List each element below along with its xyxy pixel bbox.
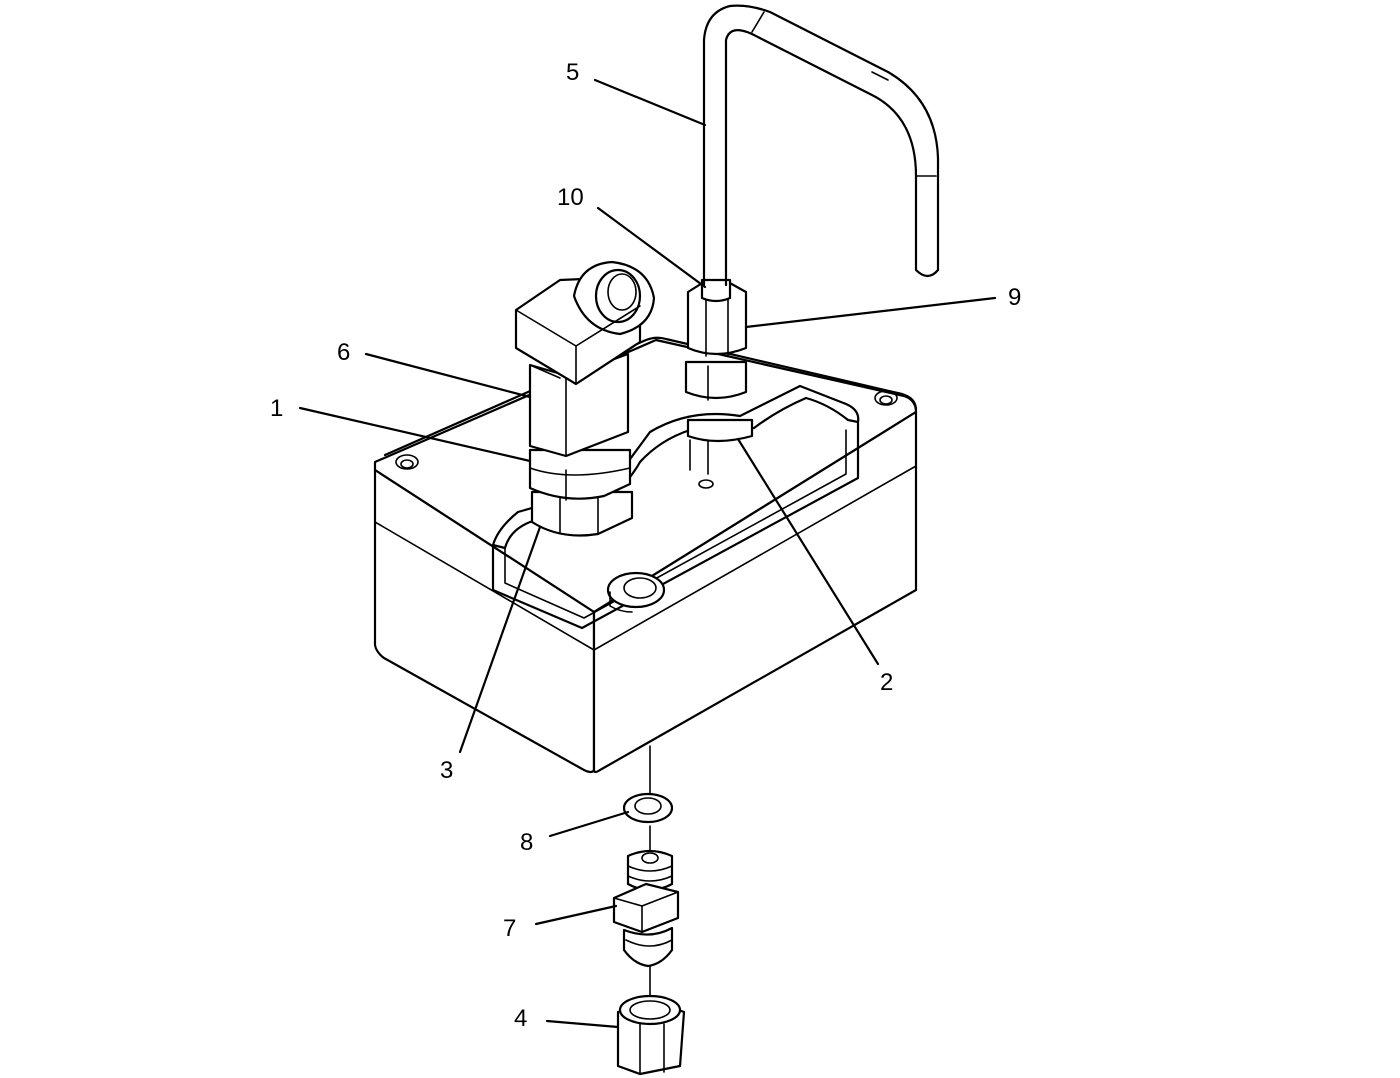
leader-3: [458, 525, 542, 754]
leader-2: [736, 437, 880, 666]
leader-lines: [298, 78, 997, 1029]
tube: [702, 4, 940, 287]
callout-8: 8: [520, 829, 533, 856]
callout-7: 7: [503, 915, 516, 942]
left-fitting-stack: [514, 260, 656, 537]
leader-10: [596, 206, 707, 289]
callout-1: 1: [270, 395, 283, 422]
callout-4: 4: [514, 1005, 527, 1032]
leader-1: [298, 406, 532, 463]
leader-6: [364, 352, 532, 399]
callout-10: 10: [557, 184, 584, 211]
callout-2: 2: [880, 669, 893, 696]
callout-numbers: 5 10 9 6 1 2 3 8 7 4: [270, 59, 1021, 1032]
leader-9: [744, 296, 997, 329]
callout-9: 9: [1008, 284, 1021, 311]
leader-7: [534, 904, 618, 926]
callout-5: 5: [566, 59, 579, 86]
callout-6: 6: [337, 339, 350, 366]
callout-3: 3: [440, 757, 453, 784]
leader-8: [548, 810, 630, 838]
right-fitting-stack: [684, 278, 754, 443]
exploded-bottom-parts: [612, 745, 686, 1076]
leader-4: [545, 1019, 620, 1029]
leader-5: [593, 78, 707, 127]
